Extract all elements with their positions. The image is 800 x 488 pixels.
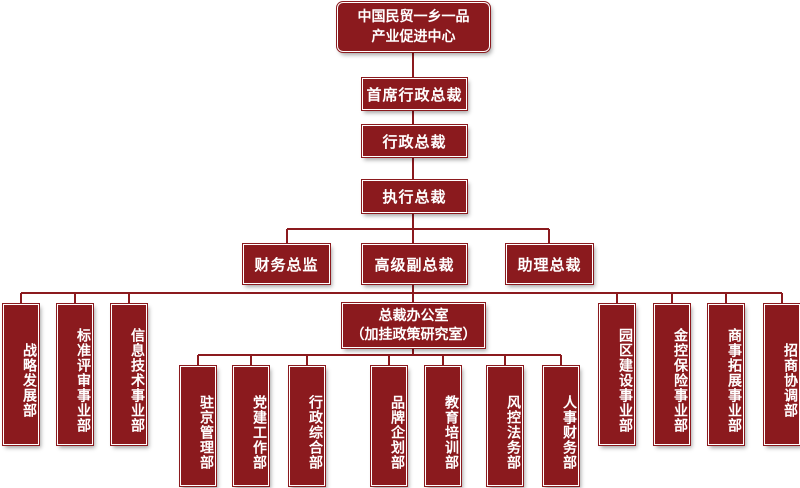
managing-president-node: 执行总裁	[361, 179, 468, 214]
senior-vp-node: 高级副总裁	[361, 243, 468, 285]
dept-education-training: 教育培训部	[424, 365, 462, 487]
dept-standards-review: 标准评审事业部	[56, 303, 94, 446]
dept-financial-insurance: 金控保险事业部	[653, 303, 691, 446]
president-office-node: 总裁办公室 （加挂政策研究室）	[341, 302, 486, 349]
dept-park-construction: 园区建设事业部	[598, 303, 636, 446]
dept-beijing-management: 驻京管理部	[179, 365, 217, 487]
chief-exec-president-node: 首席行政总裁	[361, 77, 468, 111]
exec-president-node: 行政总裁	[361, 124, 468, 158]
dept-information-technology: 信息技术事业部	[110, 303, 148, 446]
dept-hr-finance: 人事财务部	[542, 365, 580, 487]
office-line2: （加挂政策研究室）	[350, 326, 477, 343]
dept-business-expansion: 商事拓展事业部	[707, 303, 745, 446]
dept-investment-coordination: 招商协调部	[763, 303, 800, 446]
dept-strategy-development: 战略发展部	[2, 303, 40, 446]
root-line1: 中国民贸一乡一品	[357, 9, 470, 25]
finance-director-node: 财务总监	[242, 243, 331, 285]
assistant-president-node: 助理总裁	[505, 243, 594, 285]
dept-administration: 行政综合部	[288, 365, 326, 487]
dept-risk-legal: 风控法务部	[486, 365, 524, 487]
dept-brand-planning: 品牌企划部	[370, 365, 408, 487]
root-node: 中国民贸一乡一品 产业促进中心	[336, 1, 491, 53]
dept-party-building: 党建工作部	[232, 365, 270, 487]
office-line1: 总裁办公室	[378, 307, 449, 324]
root-line2: 产业促进中心	[371, 29, 456, 45]
